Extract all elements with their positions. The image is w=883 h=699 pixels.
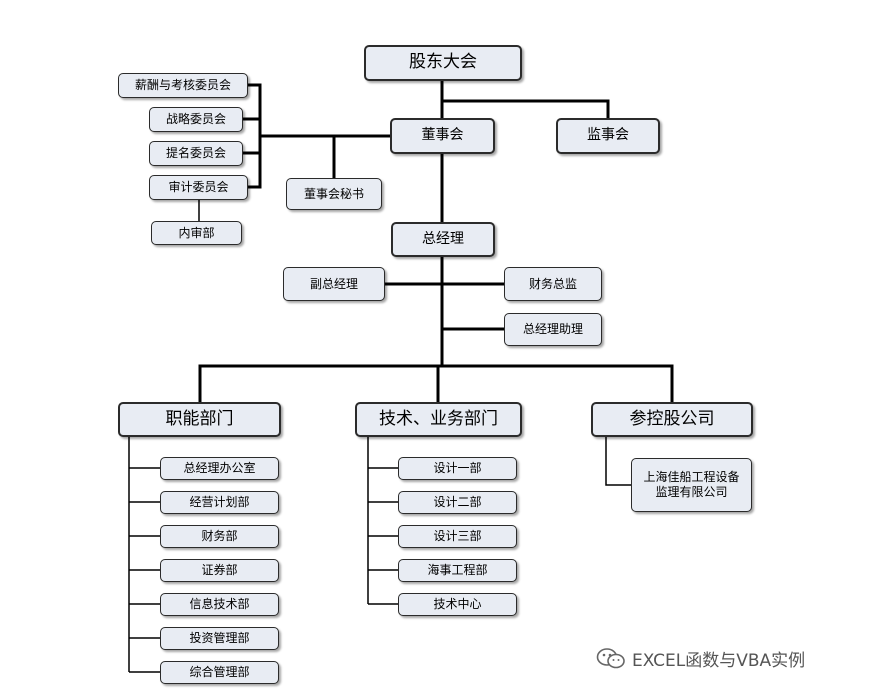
node-finance-department: 财务部 [160,525,279,548]
node-internal-audit: 内审部 [151,221,242,245]
node-securities-department: 证券部 [160,559,279,582]
node-design-dept-2: 设计二部 [398,491,517,514]
node-gm-assistant: 总经理助理 [504,313,602,346]
node-nomination-committee: 提名委员会 [149,141,243,166]
node-board-of-directors: 董事会 [390,118,495,154]
node-marine-engineering: 海事工程部 [398,559,517,582]
node-general-manager: 总经理 [391,222,495,257]
node-cfo: 财务总监 [504,267,602,301]
node-design-dept-3: 设计三部 [398,525,517,548]
node-board-secretary: 董事会秘书 [286,178,382,210]
node-holding-companies: 参控股公司 [591,402,753,437]
node-supervisory-board: 监事会 [556,118,660,154]
node-gm-office: 总经理办公室 [160,457,279,480]
node-shareholders-meeting: 股东大会 [364,45,522,81]
node-technical-business-departments: 技术、业务部门 [355,402,522,437]
node-strategy-committee: 战略委员会 [149,107,243,132]
node-compensation-committee: 薪酬与考核委员会 [118,73,248,98]
node-business-planning: 经营计划部 [160,491,279,514]
node-technology-center: 技术中心 [398,593,517,616]
node-it-department: 信息技术部 [160,593,279,616]
node-deputy-gm: 副总经理 [283,267,385,301]
node-audit-committee: 审计委员会 [149,175,248,200]
wechat-icon [596,647,625,668]
watermark: EXCEL函数与VBA实例 [596,646,805,671]
node-functional-departments: 职能部门 [118,402,281,437]
node-subsidiary-company: 上海佳船工程设备监理有限公司 [631,458,752,512]
watermark-text: EXCEL函数与VBA实例 [632,651,806,671]
node-general-administration: 综合管理部 [160,661,279,684]
node-investment-management: 投资管理部 [160,627,279,650]
node-design-dept-1: 设计一部 [398,457,517,480]
